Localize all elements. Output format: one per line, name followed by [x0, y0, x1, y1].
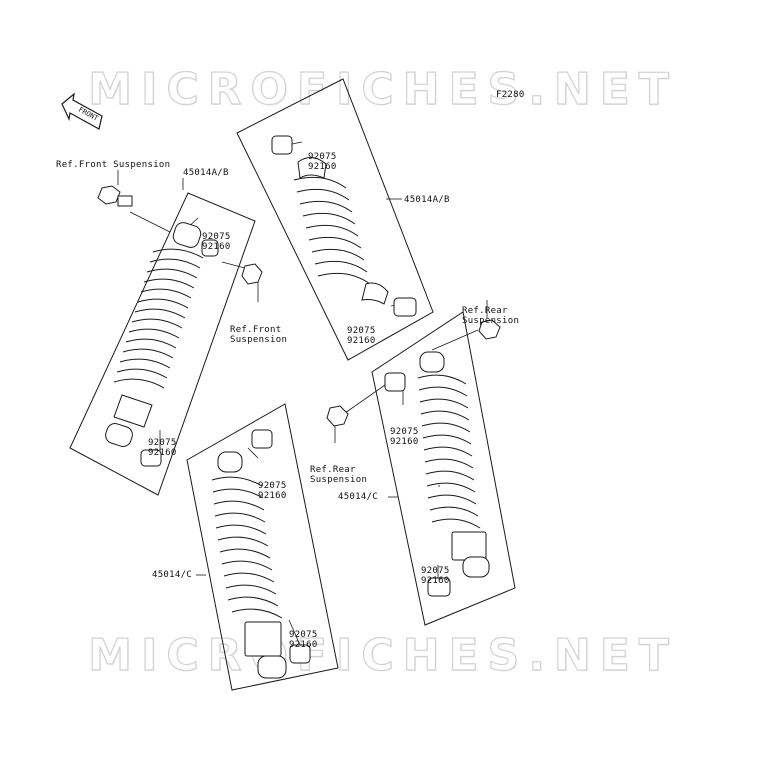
label-ref-front-top: Ref.Front Suspension: [56, 160, 171, 170]
frame-right: [371, 311, 516, 626]
diagram-code: F2280: [496, 90, 525, 100]
front-arrow-icon: FRONT: [61, 92, 103, 130]
label-45014c-right: 45014/C: [338, 492, 379, 502]
shock-absorber-center-upper: [271, 135, 417, 317]
watermark-top: MICROFICHES.NET: [88, 63, 678, 115]
label-45014ab-left: 45014A/B: [183, 168, 229, 178]
watermark-bottom: MICROFICHES.NET: [88, 629, 678, 681]
frame-left-lower: [186, 403, 339, 691]
shock-absorber-left-upper: [97, 185, 263, 467]
frame-center-upper: [236, 78, 434, 361]
shock-absorber-right: [326, 319, 501, 597]
label-45014ab-right: 45014A/B: [404, 195, 450, 205]
label-45014c-left: 45014/C: [152, 570, 193, 580]
frame-left-upper: [69, 192, 256, 496]
shock-absorber-left-lower: [211, 429, 311, 679]
